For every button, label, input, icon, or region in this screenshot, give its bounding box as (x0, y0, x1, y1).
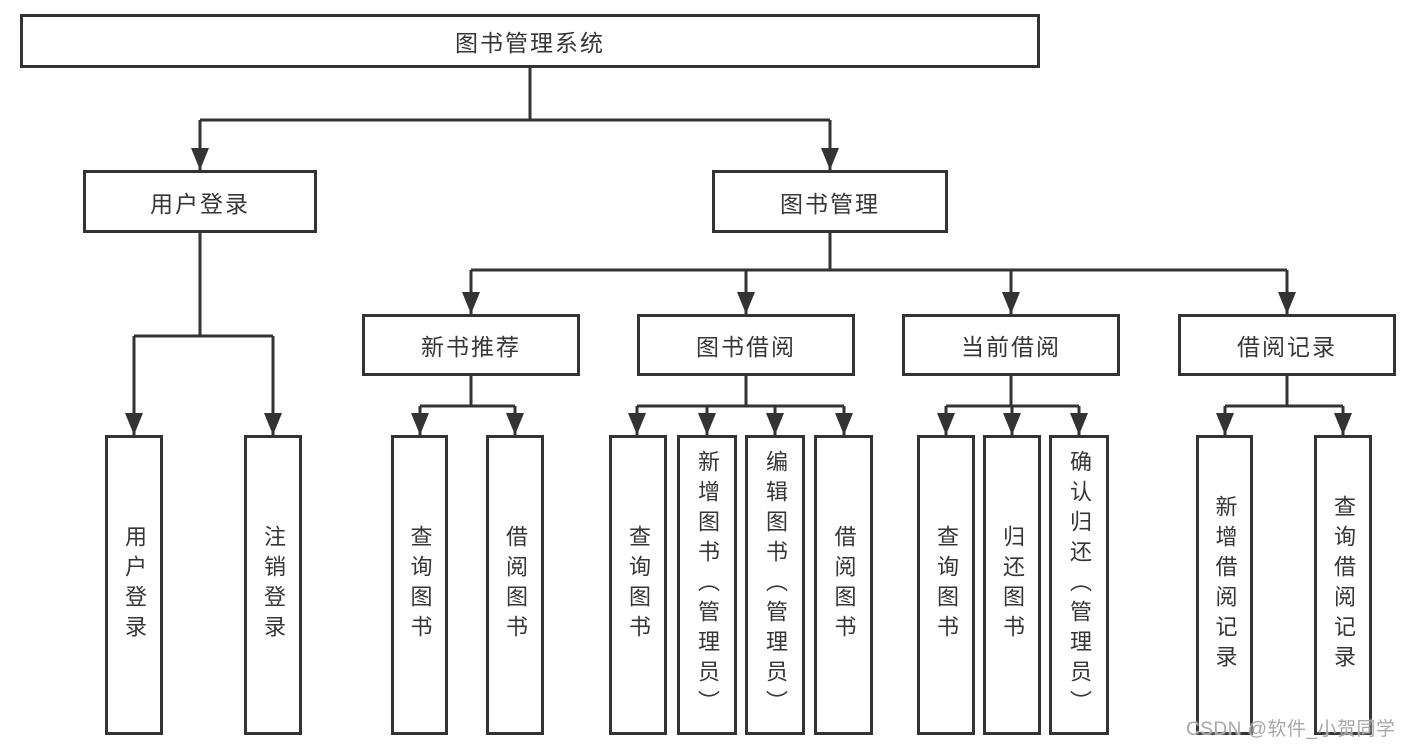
node-leaf-add-book-admin: 新增图书（管理员） (677, 435, 737, 735)
node-book-management: 图书管理 (712, 170, 948, 233)
node-leaf-borrow-books-recommend: 借阅图书 (486, 435, 544, 735)
node-leaf-user-login: 用户登录 (105, 435, 163, 735)
node-new-book-recommend: 新书推荐 (362, 314, 580, 376)
node-current-borrowing: 当前借阅 (902, 314, 1120, 376)
node-leaf-query-books-current: 查询图书 (917, 435, 975, 735)
node-leaf-add-borrow-record: 新增借阅记录 (1196, 435, 1253, 735)
node-leaf-query-books-borrow: 查询图书 (609, 435, 667, 735)
tree-edges (132, 68, 1345, 435)
node-leaf-confirm-return-admin: 确认归还（管理员） (1049, 435, 1109, 735)
node-borrowing-records: 借阅记录 (1178, 314, 1396, 376)
node-leaf-logout: 注销登录 (244, 435, 302, 735)
node-leaf-query-books-recommend: 查询图书 (391, 435, 448, 735)
node-leaf-borrow-books: 借阅图书 (814, 435, 873, 735)
node-book-borrowing: 图书借阅 (637, 314, 855, 376)
node-user-login: 用户登录 (83, 170, 317, 233)
node-leaf-edit-book-admin: 编辑图书（管理员） (745, 435, 805, 735)
node-leaf-query-borrow-record: 查询借阅记录 (1314, 435, 1372, 735)
node-leaf-return-book: 归还图书 (983, 435, 1041, 735)
node-root-system: 图书管理系统 (20, 14, 1040, 68)
watermark: CSDN @软件_小贺同学 (1186, 719, 1396, 740)
